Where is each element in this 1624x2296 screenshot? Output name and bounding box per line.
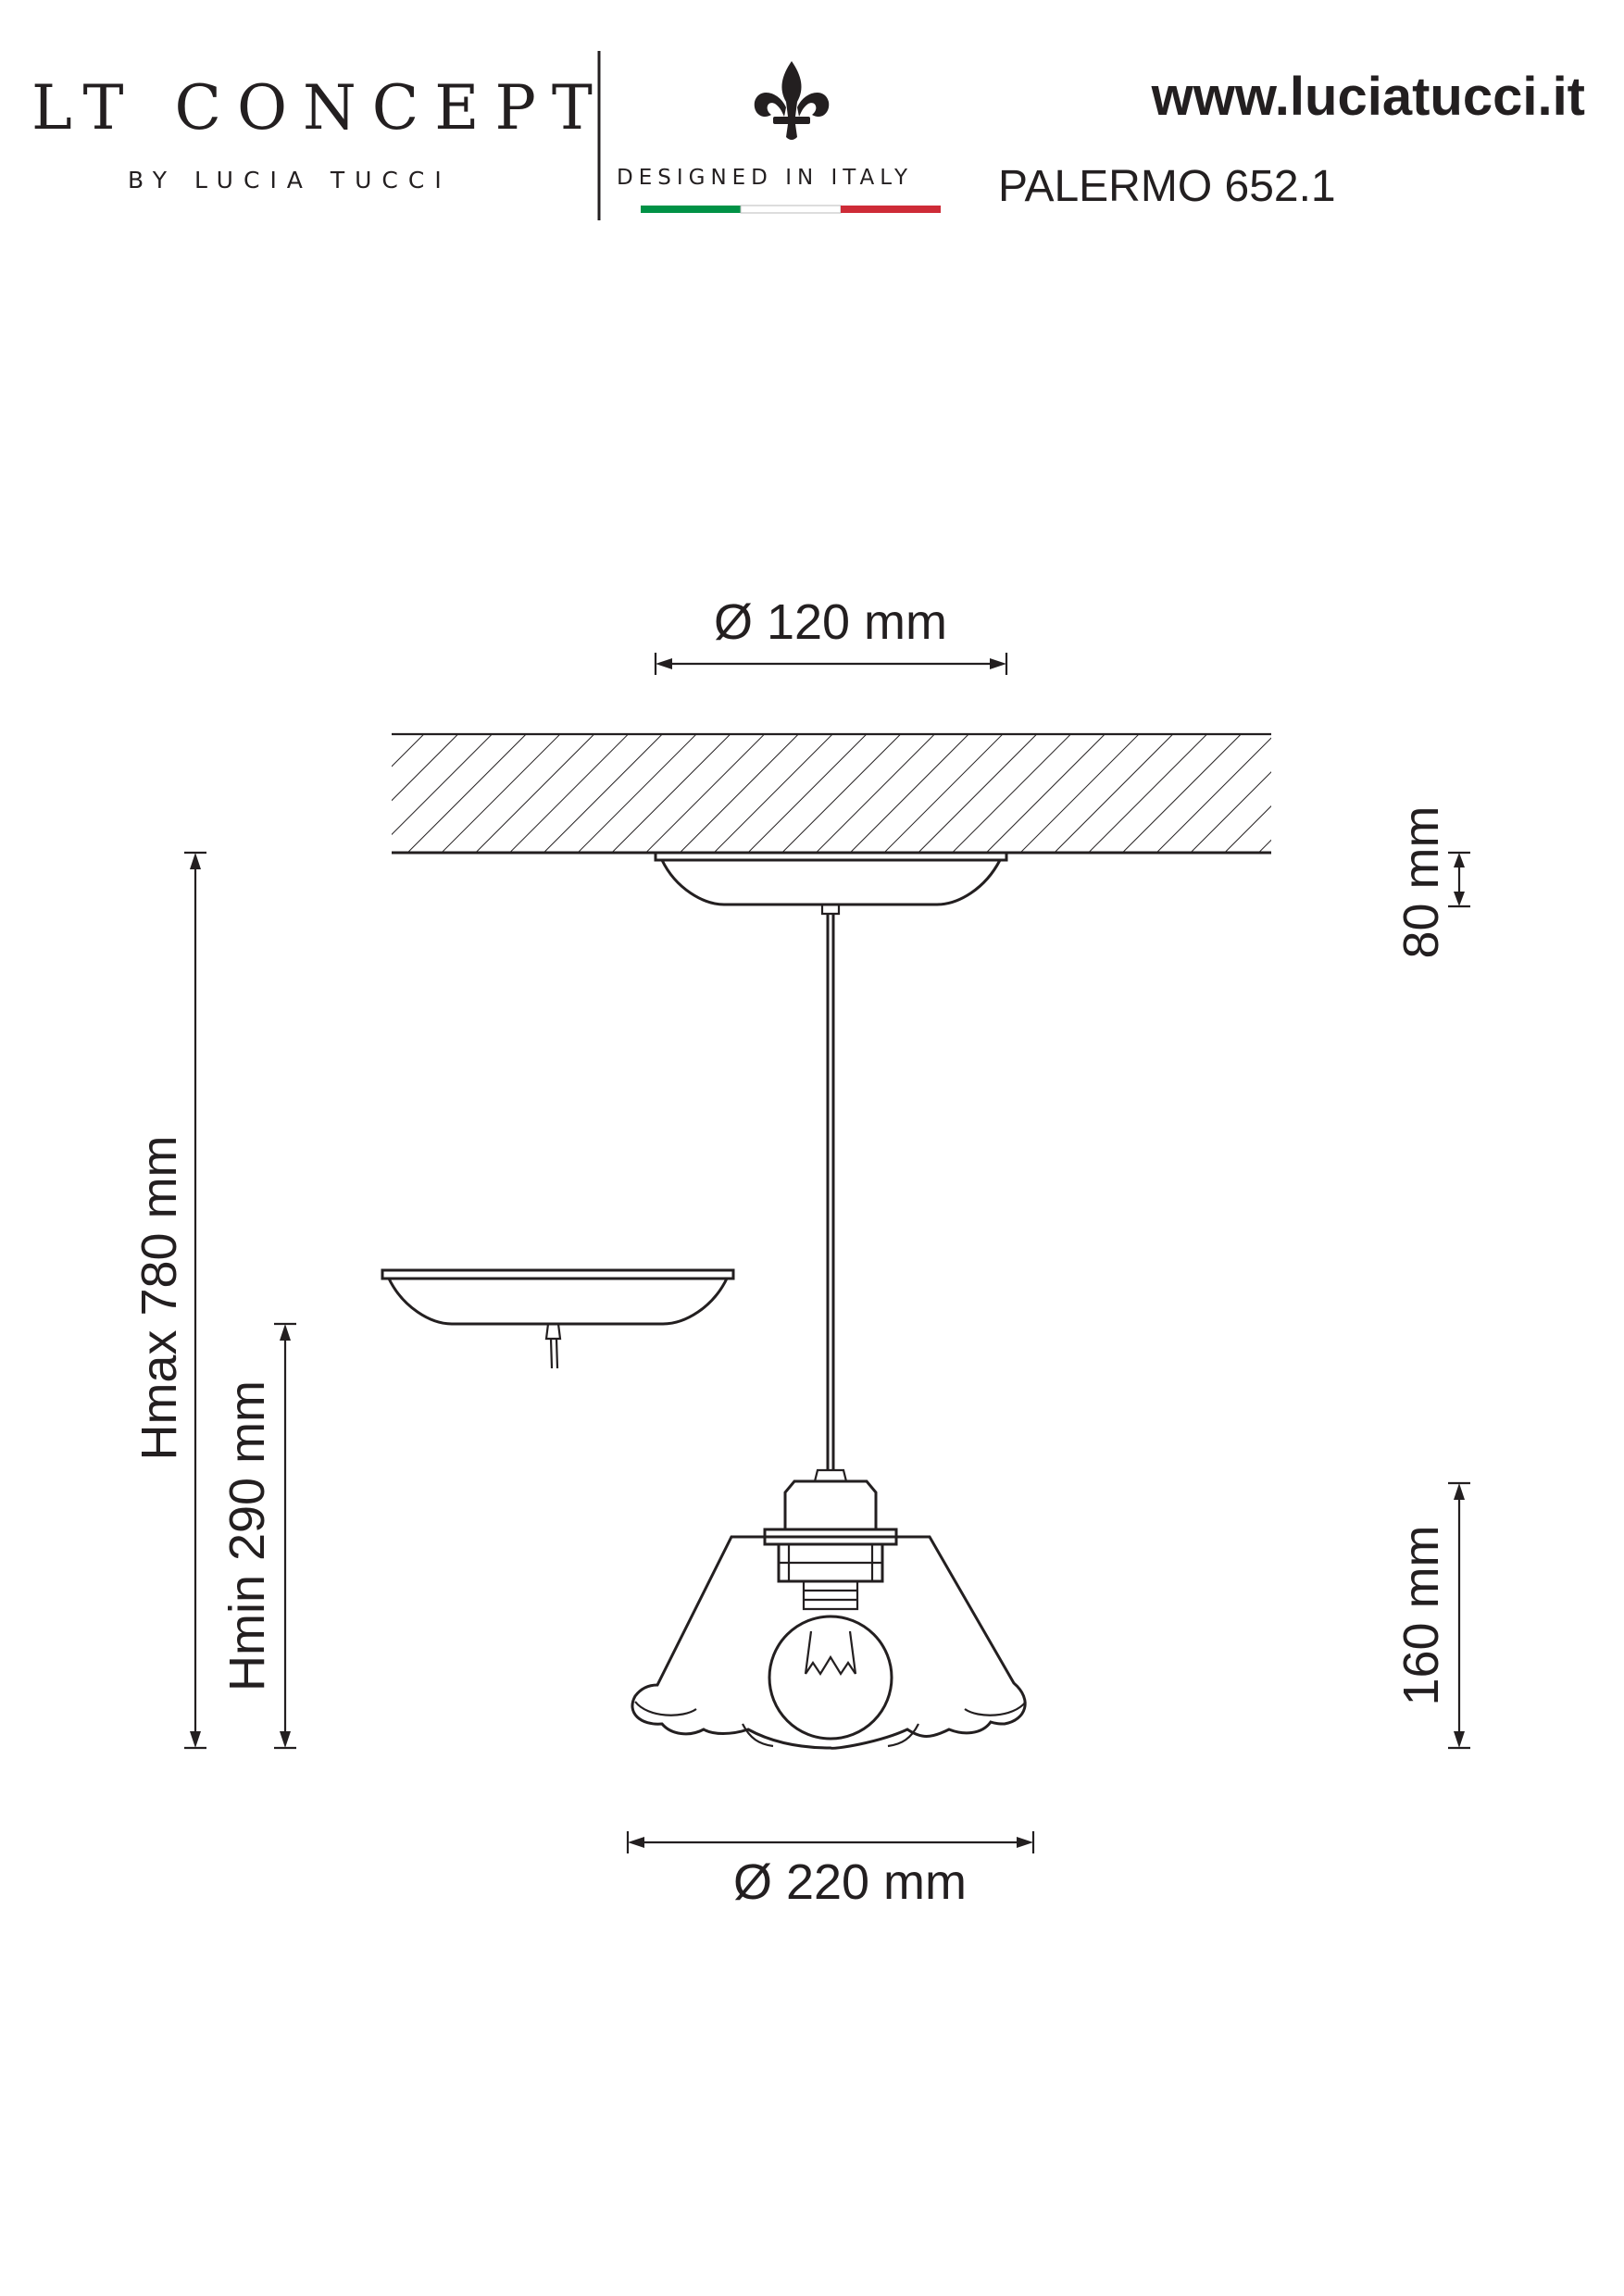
dimension-canopy-height: 80 mm: [1393, 805, 1470, 959]
flag-stripe-green: [641, 206, 741, 213]
flag-stripe-white: [740, 205, 842, 214]
ceiling-hatch: [392, 734, 1271, 853]
dimension-shade-diameter: Ø 220 mm: [626, 1831, 1035, 1910]
lamp-holder: [763, 1468, 898, 1583]
dimension-shade-height: 160 mm: [1393, 1481, 1470, 1750]
glass-shade: [631, 1535, 1027, 1750]
dimension-canopy-diameter: Ø 120 mm: [654, 594, 1008, 675]
ceiling: [392, 732, 1271, 855]
italian-flag-stripe: [641, 205, 941, 214]
shade-diameter-label: Ø 220 mm: [733, 1854, 967, 1910]
designed-in-italy-label: DESIGNED IN ITALY: [617, 166, 913, 190]
flag-stripe-red: [841, 206, 941, 213]
height-max-label: Hmax 780 mm: [131, 1135, 187, 1460]
brand-subtitle: BY LUCIA TUCCI: [128, 167, 452, 193]
model-name: PALERMO 652.1: [998, 162, 1336, 211]
height-min-label: Hmin 290 mm: [219, 1380, 275, 1691]
header: LT CONCEPT BY LUCIA TUCCI DESIGNED IN IT…: [31, 51, 1585, 220]
lowered-canopy: [381, 1268, 735, 1369]
dimension-height-max: Hmax 780 mm: [131, 851, 206, 1750]
canopy-height-label: 80 mm: [1393, 805, 1449, 958]
brand-name: LT CONCEPT: [31, 72, 608, 144]
ceiling-canopy: [654, 851, 1008, 916]
light-bulb: [768, 1581, 893, 1741]
canopy-diameter-label: Ø 120 mm: [714, 594, 947, 650]
shade-height-label: 160 mm: [1393, 1525, 1449, 1705]
dimension-height-min: Hmin 290 mm: [219, 1322, 296, 1750]
fleur-de-lis-icon: [754, 61, 830, 140]
website-url: www.luciatucci.it: [1151, 67, 1585, 127]
